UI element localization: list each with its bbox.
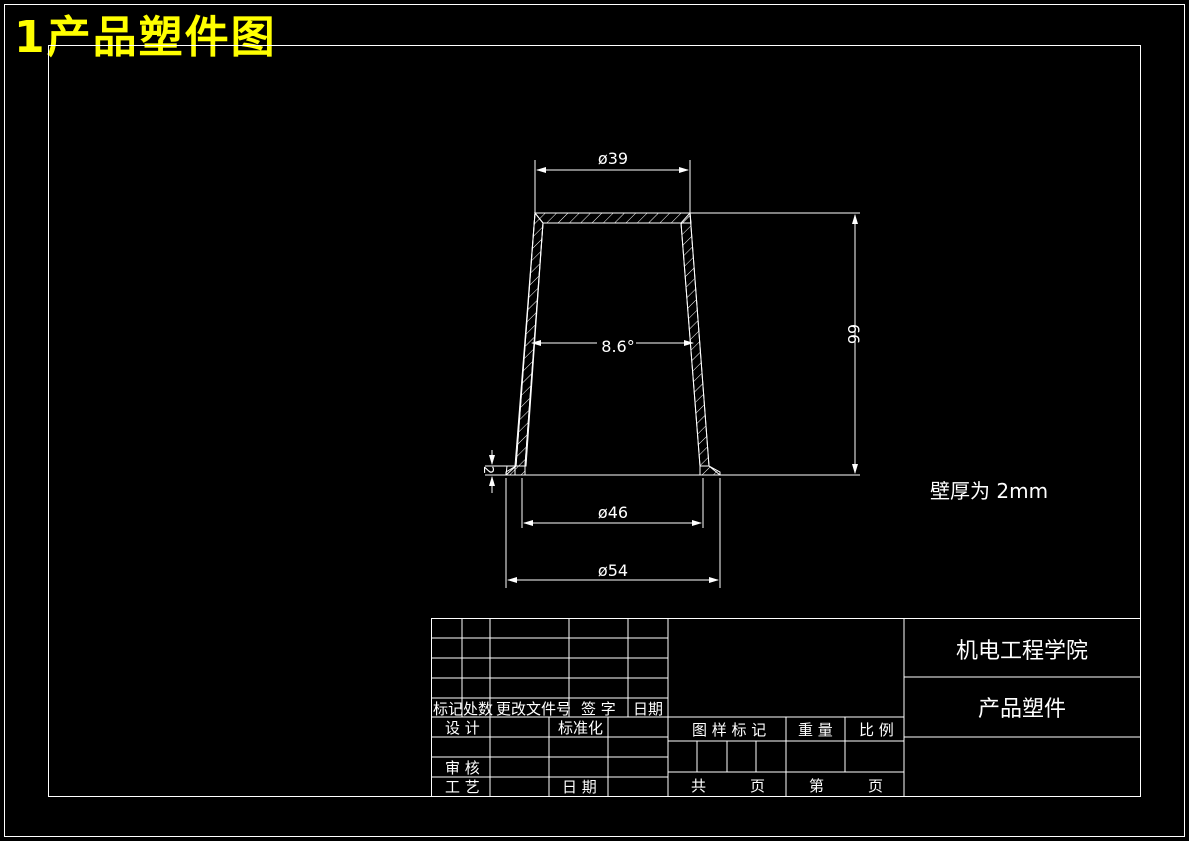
label-drawing-mark: 图 样 标 记 <box>692 721 766 739</box>
inner-frame <box>48 45 1141 797</box>
outer-frame <box>4 4 1185 837</box>
rev-header-count: 处数 <box>463 700 493 718</box>
label-review: 审 核 <box>445 759 480 777</box>
label-page: 页 <box>750 777 765 795</box>
label-date: 日 期 <box>562 778 597 796</box>
label-page-2: 页 <box>868 777 883 795</box>
part-section <box>485 211 860 476</box>
school-name: 机电工程学院 <box>956 639 1088 664</box>
label-sheet-no: 第 <box>809 777 824 795</box>
dim-top-diameter: ø39 <box>598 149 628 168</box>
label-process: 工 艺 <box>445 778 480 796</box>
dim-height: 66 <box>844 324 863 344</box>
rev-header-sign: 签 字 <box>581 700 616 718</box>
label-total: 共 <box>691 777 706 795</box>
label-design: 设 计 <box>445 719 480 737</box>
wall-thickness-note: 壁厚为 2mm <box>930 479 1048 503</box>
rev-header-doc: 更改文件号 <box>496 700 571 718</box>
drawing-title: 1产品塑件图 <box>14 12 277 63</box>
label-weight: 重 量 <box>798 721 833 739</box>
rev-header-mark: 标记 <box>433 700 463 718</box>
label-standardization: 标准化 <box>558 719 603 737</box>
dim-taper-angle: 8.6° <box>601 337 634 356</box>
dim-bottom-inner-diameter: ø46 <box>598 503 628 522</box>
dim-flange-diameter: ø54 <box>598 561 628 580</box>
rev-header-date: 日期 <box>633 700 663 718</box>
title-block <box>431 618 1141 797</box>
dim-flange-thickness: 2 <box>480 466 495 474</box>
part-name: 产品塑件 <box>978 697 1066 722</box>
label-scale: 比 例 <box>859 721 894 739</box>
